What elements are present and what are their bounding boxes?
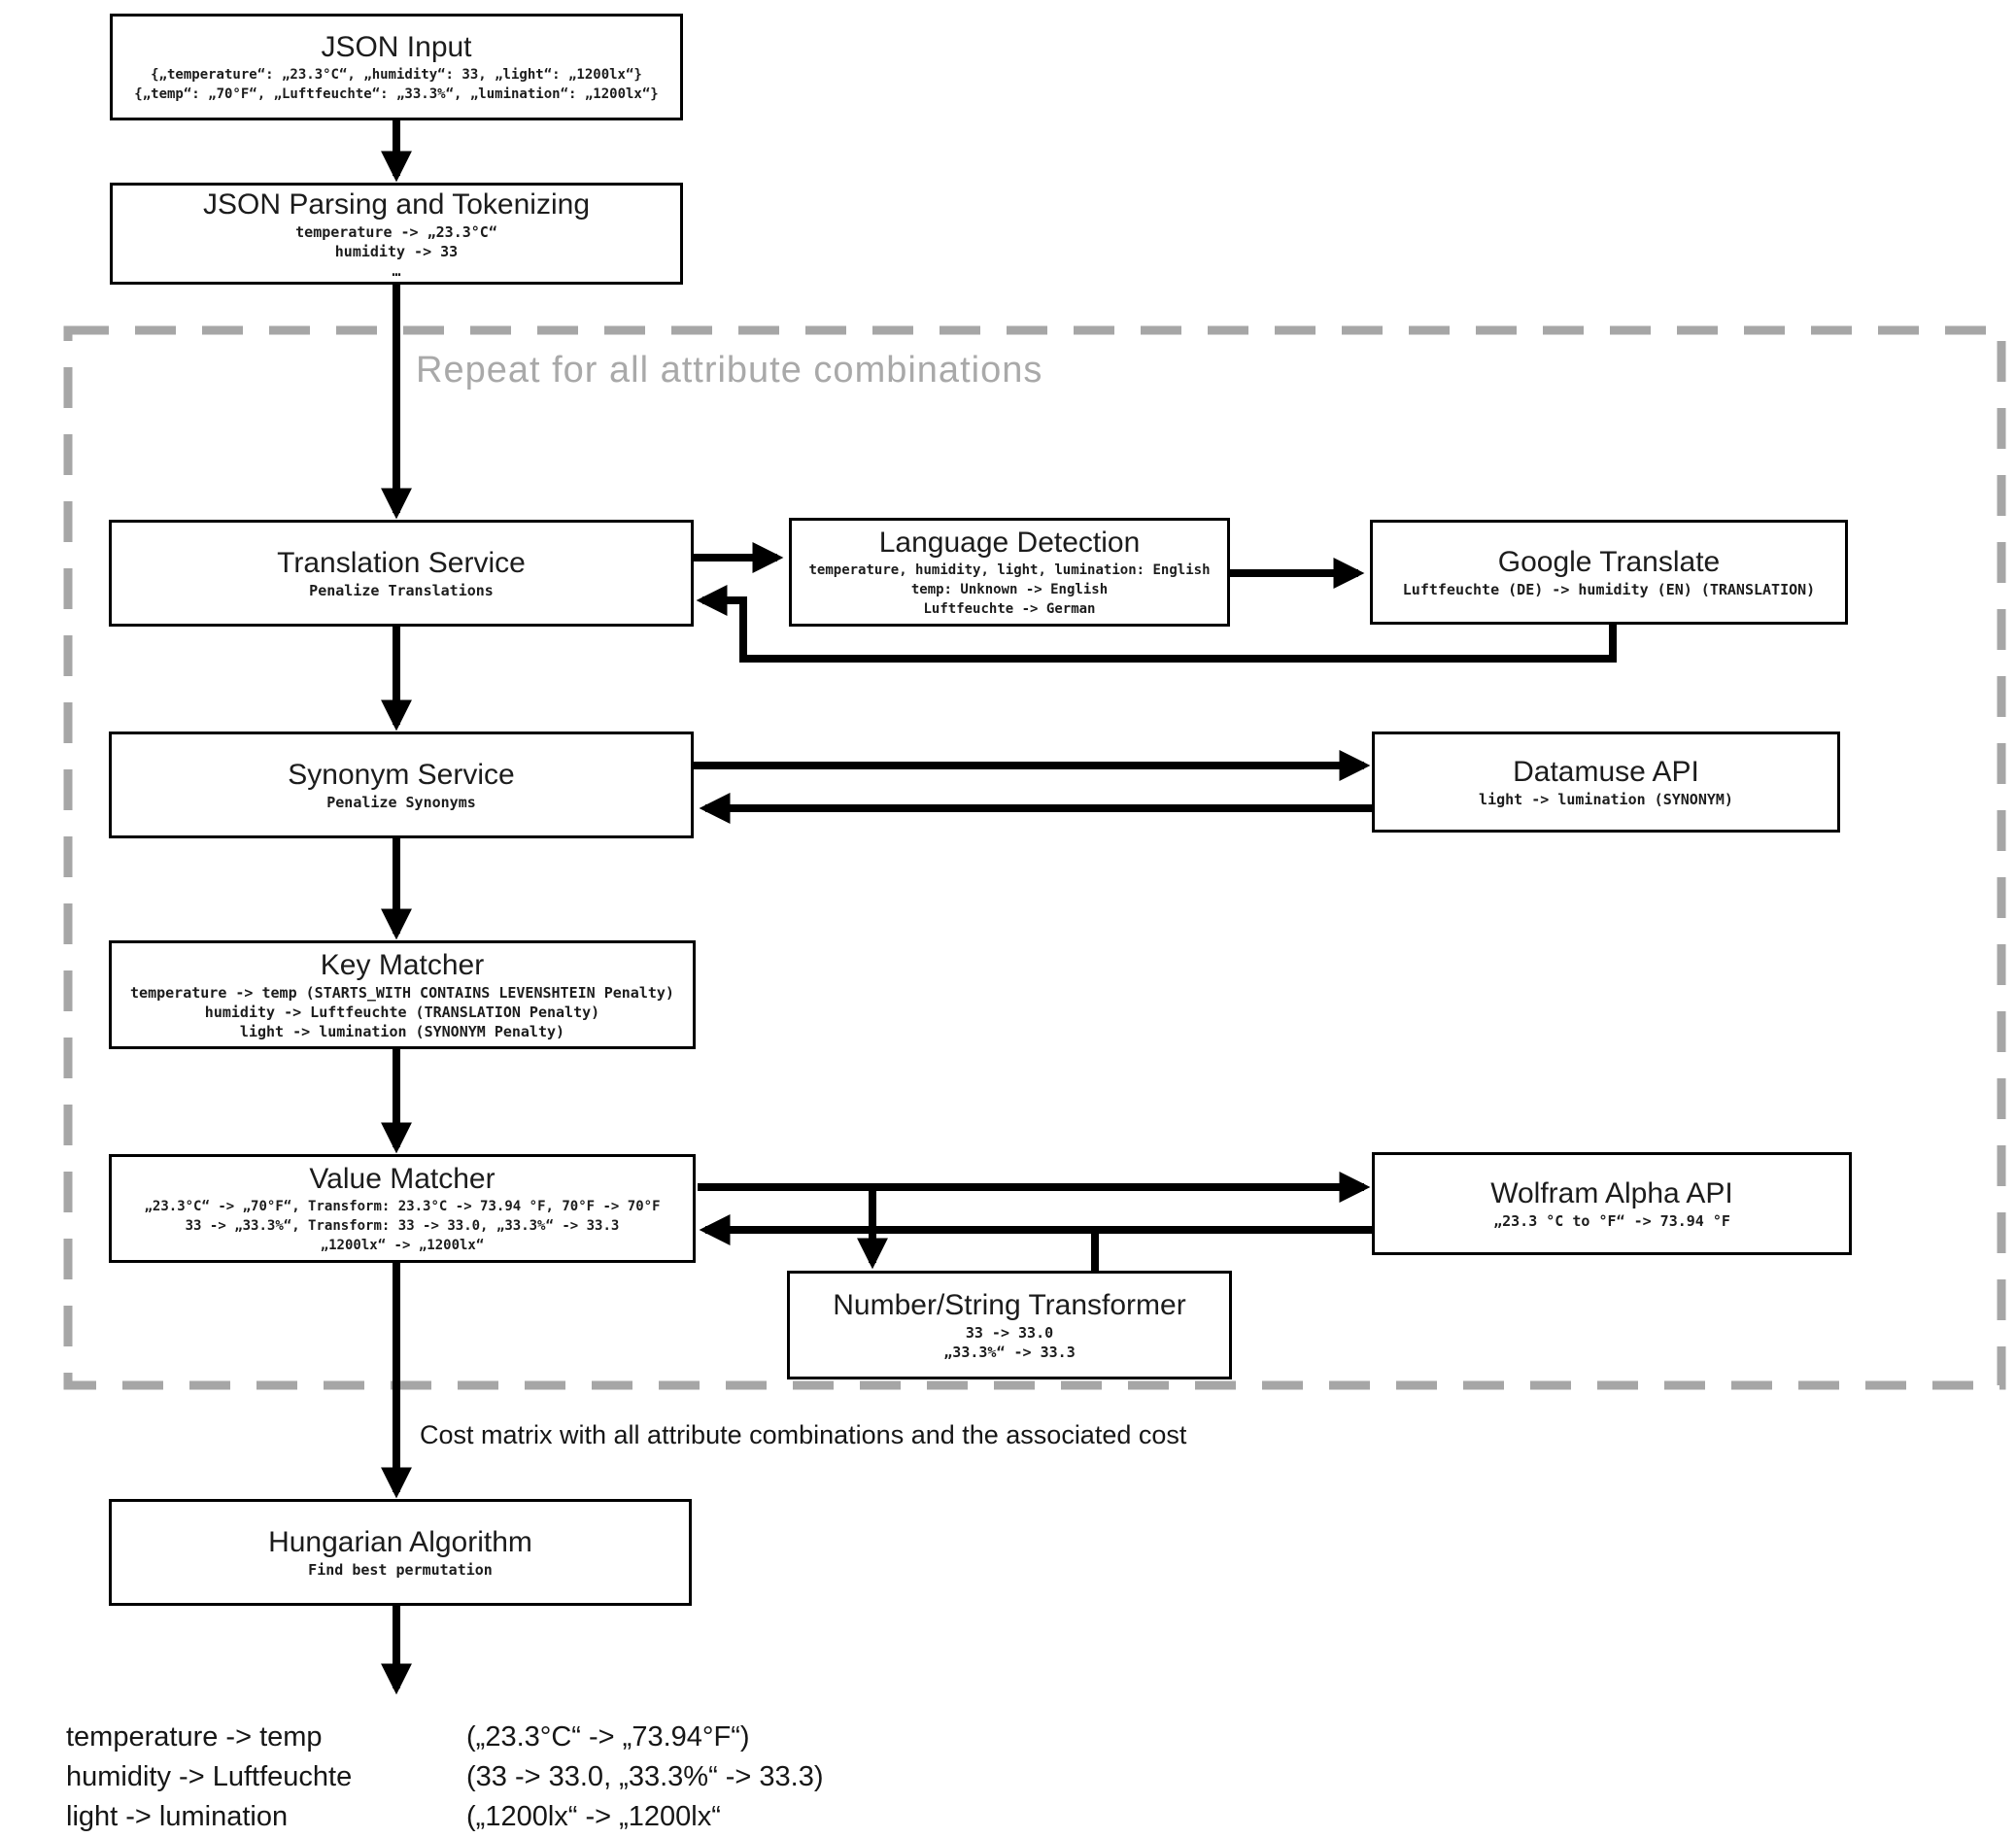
result-row: humidity -> Luftfeuchte (33 -> 33.0, „33… <box>66 1757 824 1797</box>
key-matcher-line: light -> lumination (SYNONYM Penalty) <box>239 1023 565 1040</box>
number-string-transformer-line: „33.3%“ -> 33.3 <box>943 1344 1076 1361</box>
google-translate-line: Luftfeuchte (DE) -> humidity (EN) (TRANS… <box>1402 581 1816 598</box>
json-parsing-box: JSON Parsing and Tokenizing temperature … <box>110 183 683 285</box>
result-mapping: humidity -> Luftfeuchte <box>66 1761 353 1792</box>
json-parsing-line: humidity -> 33 <box>334 242 459 260</box>
key-matcher-box: Key Matcher temperature -> temp (STARTS_… <box>109 940 696 1049</box>
result-values: (33 -> 33.0, „33.3%“ -> 33.3) <box>466 1761 824 1792</box>
json-input-box: JSON Input {„temperature“: „23.3°C“, „hu… <box>110 14 683 120</box>
json-parsing-line: temperature -> „23.3°C“ <box>295 222 497 241</box>
hungarian-algorithm-title: Hungarian Algorithm <box>268 1526 532 1558</box>
json-input-line: {„temp“: „70°F“, „Luftfeuchte“: „33.3%“,… <box>134 86 659 102</box>
wolfram-alpha-api-line: „23.3 °C to °F“ -> 73.94 °F <box>1493 1212 1730 1230</box>
datamuse-api-line: light -> lumination (SYNONYM) <box>1479 791 1733 808</box>
number-string-transformer-box: Number/String Transformer 33 -> 33.0 „33… <box>787 1271 1232 1379</box>
hungarian-algorithm-line: Find best permutation <box>308 1561 493 1579</box>
result-values: („1200lx“ -> „1200lx“ <box>466 1801 721 1832</box>
repeat-region-border <box>63 325 2006 1390</box>
wolfram-alpha-api-box: Wolfram Alpha API „23.3 °C to °F“ -> 73.… <box>1372 1152 1852 1255</box>
result-mapping: temperature -> temp <box>66 1721 323 1753</box>
hungarian-algorithm-box: Hungarian Algorithm Find best permutatio… <box>109 1499 692 1606</box>
translation-service-line: Penalize Translations <box>309 582 494 599</box>
value-matcher-box: Value Matcher „23.3°C“ -> „70°F“, Transf… <box>109 1154 696 1263</box>
result-values: („23.3°C“ -> „73.94°F“) <box>466 1721 750 1753</box>
language-detection-line: Luftfeuchte -> German <box>923 601 1096 617</box>
result-row: light -> lumination („1200lx“ -> „1200lx… <box>66 1797 824 1837</box>
datamuse-api-title: Datamuse API <box>1513 756 1699 788</box>
value-matcher-line: „1200lx“ -> „1200lx“ <box>320 1238 485 1253</box>
repeat-region-label: Repeat for all attribute combinations <box>416 350 1043 391</box>
translation-service-title: Translation Service <box>277 547 526 579</box>
number-string-transformer-title: Number/String Transformer <box>833 1289 1186 1321</box>
synonym-service-box: Synonym Service Penalize Synonyms <box>109 732 694 838</box>
result-mapping: light -> lumination <box>66 1801 289 1832</box>
language-detection-box: Language Detection temperature, humidity… <box>789 518 1230 627</box>
language-detection-title: Language Detection <box>878 527 1141 559</box>
json-parsing-line: … <box>392 261 401 280</box>
key-matcher-title: Key Matcher <box>320 949 485 981</box>
language-detection-line: temperature, humidity, light, lumination… <box>808 562 1211 578</box>
json-parsing-title: JSON Parsing and Tokenizing <box>203 187 590 221</box>
value-matcher-title: Value Matcher <box>309 1163 495 1195</box>
language-detection-line: temp: Unknown -> English <box>910 582 1109 597</box>
key-matcher-line: temperature -> temp (STARTS_WITH CONTAIN… <box>130 984 674 1002</box>
datamuse-api-box: Datamuse API light -> lumination (SYNONY… <box>1372 732 1840 833</box>
json-input-title: JSON Input <box>321 31 472 63</box>
synonym-service-line: Penalize Synonyms <box>326 794 476 811</box>
cost-matrix-label: Cost matrix with all attribute combinati… <box>420 1420 1187 1449</box>
json-input-line: {„temperature“: „23.3°C“, „humidity“: 33… <box>151 67 642 83</box>
google-translate-box: Google Translate Luftfeuchte (DE) -> hum… <box>1370 520 1848 625</box>
synonym-service-title: Synonym Service <box>288 759 515 791</box>
arrow-google-feedback-to-translation <box>696 585 1617 663</box>
value-matcher-line: „23.3°C“ -> „70°F“, Transform: 23.3°C ->… <box>144 1199 661 1214</box>
result-list: temperature -> temp („23.3°C“ -> „73.94°… <box>66 1718 824 1837</box>
translation-service-box: Translation Service Penalize Translation… <box>109 520 694 627</box>
result-row: temperature -> temp („23.3°C“ -> „73.94°… <box>66 1718 824 1757</box>
wolfram-alpha-api-title: Wolfram Alpha API <box>1490 1177 1733 1209</box>
key-matcher-line: humidity -> Luftfeuchte (TRANSLATION Pen… <box>204 1004 600 1021</box>
google-translate-title: Google Translate <box>1497 546 1721 578</box>
value-matcher-line: 33 -> „33.3%“, Transform: 33 -> 33.0, „3… <box>185 1218 620 1234</box>
number-string-transformer-line: 33 -> 33.0 <box>965 1324 1054 1342</box>
